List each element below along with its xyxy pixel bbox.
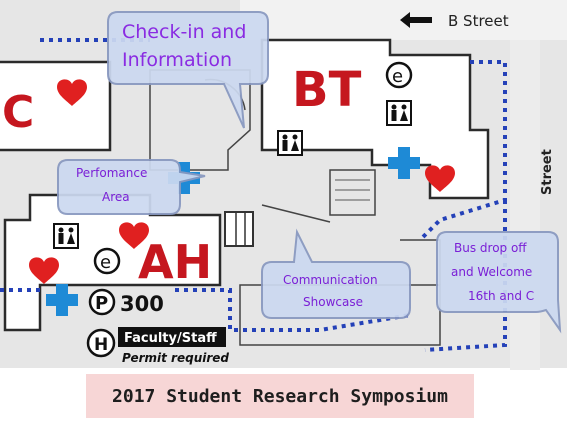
elevator-icon: e bbox=[93, 247, 121, 275]
svg-text:Area: Area bbox=[102, 190, 130, 204]
faculty-staff-label: Faculty/Staff bbox=[124, 331, 217, 346]
parking-lot-number: 300 bbox=[120, 292, 164, 316]
restroom-icon bbox=[53, 223, 79, 249]
checkin-callout: Check-in and Information bbox=[107, 11, 269, 129]
svg-text:P: P bbox=[95, 293, 108, 314]
permit-required-label: Permit required bbox=[122, 351, 229, 365]
parking-icon: P bbox=[88, 288, 116, 316]
communication-callout: Communication Showcase bbox=[261, 228, 411, 319]
svg-text:Showcase: Showcase bbox=[303, 295, 363, 309]
elevator-icon: e bbox=[385, 61, 413, 89]
faculty-staff-sign bbox=[118, 327, 226, 347]
svg-text:H: H bbox=[94, 335, 108, 355]
svg-text:Perfomance: Perfomance bbox=[76, 166, 147, 180]
restroom-icon bbox=[386, 100, 412, 126]
restroom-icon bbox=[277, 130, 303, 156]
accessible-icon: H bbox=[86, 328, 116, 358]
side-street-label: Street bbox=[540, 149, 555, 195]
svg-text:e: e bbox=[392, 66, 403, 87]
svg-text:Communication: Communication bbox=[283, 273, 378, 287]
svg-text:e: e bbox=[100, 252, 111, 273]
building-bt bbox=[260, 38, 490, 200]
building-c-label: C bbox=[2, 87, 34, 138]
event-caption: 2017 Student Research Symposium bbox=[86, 374, 474, 418]
walking-route bbox=[175, 288, 411, 332]
svg-text:and Welcome: and Welcome bbox=[451, 265, 532, 279]
bus-callout: Bus drop off and Welcome 16th and C bbox=[436, 231, 562, 334]
building-ah-label: AH bbox=[138, 235, 212, 289]
svg-text:Bus drop off: Bus drop off bbox=[454, 241, 527, 255]
performance-callout: Perfomance Area bbox=[57, 159, 206, 215]
svg-text:Information: Information bbox=[122, 49, 232, 71]
svg-text:16th and C: 16th and C bbox=[468, 289, 534, 303]
arrow-left-icon bbox=[400, 12, 432, 28]
svg-text:Check-in and: Check-in and bbox=[122, 21, 246, 43]
b-street-label: B Street bbox=[448, 12, 509, 30]
building-bt-label: BT bbox=[292, 62, 362, 118]
